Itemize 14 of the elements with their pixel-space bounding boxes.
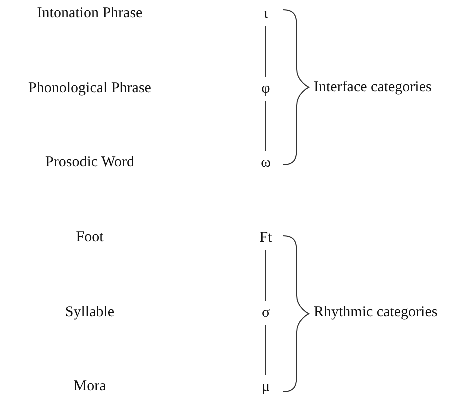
level-name: Foot: [75, 230, 105, 246]
level-symbol: ι: [253, 4, 279, 24]
level-symbol: Ft: [253, 228, 279, 248]
level-name: Syllable: [64, 304, 116, 322]
level-name: Intonation Phrase: [36, 6, 144, 22]
category-label: Interface categories: [314, 80, 432, 96]
level-name: Prosodic Word: [44, 154, 136, 172]
level-symbol: φ: [253, 79, 279, 99]
category-label: Rhythmic categories: [314, 304, 438, 322]
level-symbol: ω: [253, 153, 279, 173]
level-symbol: μ: [253, 377, 279, 397]
level-name: Mora: [72, 378, 108, 396]
level-name: Phonological Phrase: [28, 80, 152, 98]
level-symbol: σ: [253, 303, 279, 323]
